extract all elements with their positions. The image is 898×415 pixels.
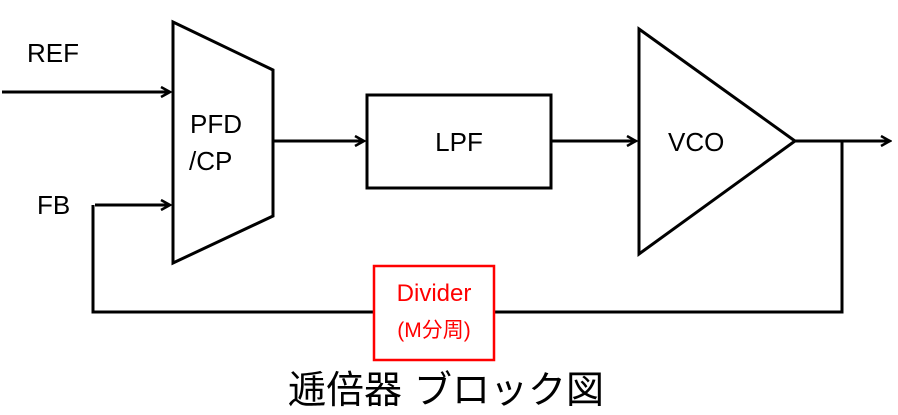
diagram-caption: 逓倍器 ブロック図 [288,368,604,412]
lpf-label: LPF [435,127,483,157]
vco-block [637,26,798,257]
feedback-line-right [433,141,844,314]
divider-label: Divider [397,280,472,307]
pfd-label: PFD [190,109,242,139]
cp-label: /CP [189,146,232,176]
divider-block [372,264,496,362]
feedback-line-left [91,205,374,314]
vco-label: VCO [668,127,724,157]
divider-sub-label: (M分周) [397,319,470,342]
ref-label: REF [27,38,79,68]
lpf-block [365,93,553,190]
fb-label: FB [37,190,70,220]
pfd-cp-block [171,19,275,266]
